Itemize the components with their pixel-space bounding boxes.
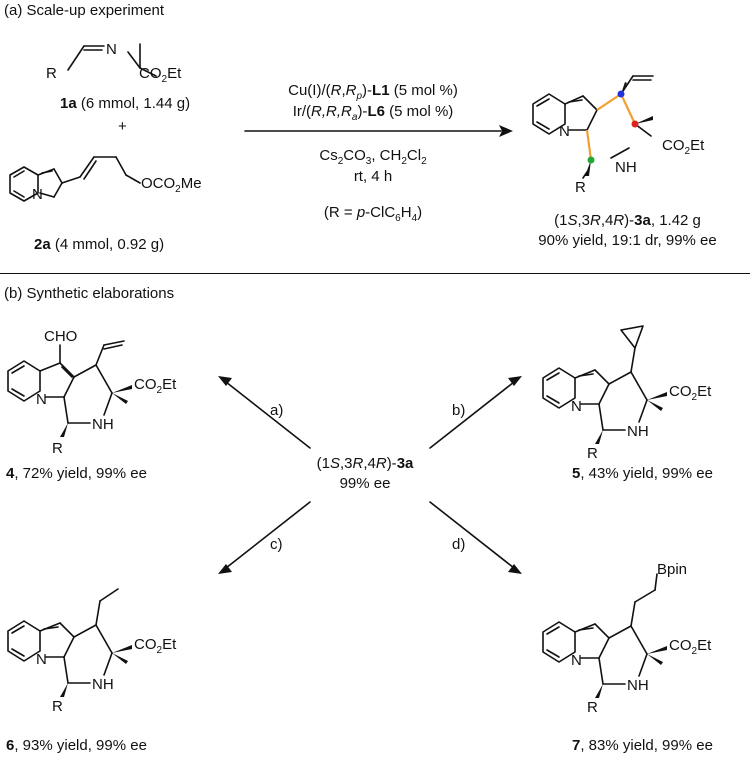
structure-7: N NH R Bpin: [542, 561, 687, 716]
ester-7-label: CO2Et: [669, 637, 712, 657]
cond1-chir2: R: [345, 82, 357, 99]
carbonate-2a-label: OCO2Me: [141, 175, 202, 195]
center-3a-label: (1S,3R,4R)-3a: [316, 455, 414, 472]
cond1-mid: )-: [362, 82, 373, 99]
step-a-label: a): [270, 402, 284, 419]
atom-n-4: N: [36, 391, 47, 408]
compound-id-3a: 3a: [634, 212, 651, 229]
cond2-sub: a: [351, 112, 358, 123]
condition-iridium: Ir/(R,R,Ra)-L6 (5 mol %): [245, 103, 501, 127]
reaction-arrow-a: [244, 125, 513, 137]
center-id-3a: 3a: [396, 455, 414, 472]
ester-1a-label: CO2Et: [139, 65, 182, 85]
structure-4: N NH R CHO: [7, 328, 132, 457]
atom-nh-3a: NH: [615, 159, 637, 176]
structure-1a: R N: [46, 41, 157, 82]
reagent-2a-amount: (4 mmol, 0.92 g): [50, 236, 165, 253]
cond2-chir: R,R,R: [311, 103, 352, 120]
atom-r-3a: R: [575, 179, 586, 196]
condition-temp-time: rt, 4 h: [353, 168, 393, 185]
atom-n-6: N: [36, 651, 47, 668]
compound-id-2a: 2a: [34, 236, 51, 253]
product-5-label: 5, 43% yield, 99% ee: [572, 465, 713, 483]
structure-5: N NH R: [542, 325, 667, 462]
atom-n-5: N: [571, 398, 582, 415]
ester-5-label: CO2Et: [669, 383, 712, 403]
atom-r-5: R: [587, 445, 598, 462]
compound-id-5: 5: [572, 465, 581, 482]
atom-bpin-7: Bpin: [657, 561, 687, 578]
panel-a-heading: (a) Scale-up experiment: [4, 2, 165, 19]
structure-3a: N NH R: [532, 75, 654, 196]
atom-r-7: R: [587, 699, 598, 716]
compound-id-7: 7: [572, 737, 581, 754]
atom-n-7: N: [571, 652, 582, 669]
product-4-stats: , 72% yield, 99% ee: [14, 465, 147, 482]
atom-nh-5: NH: [627, 423, 649, 440]
compound-id-6: 6: [6, 737, 15, 754]
ligand-l6: L6: [367, 103, 385, 120]
reagent-1a-amount: (6 mmol, 1.44 g): [76, 95, 191, 112]
panel-b-heading: (b) Synthetic elaborations: [4, 285, 175, 302]
product-3a-mass: , 1.42 g: [650, 212, 701, 229]
structure-6: N NH R: [7, 588, 132, 715]
cond1-prefix: Cu(I)/(: [288, 82, 331, 99]
atom-nh-7: NH: [627, 677, 649, 694]
atom-cho-4: CHO: [44, 328, 77, 345]
product-7-label: 7, 83% yield, 99% ee: [572, 737, 713, 755]
atom-r: R: [46, 65, 57, 82]
condition-copper: Cu(I)/(R,Rp)-L1 (5 mol %): [245, 82, 501, 106]
atom-n-3a: N: [559, 123, 570, 140]
reagent-1a-label: 1a (6 mmol, 1.44 g): [60, 95, 190, 113]
atom-n-2a: N: [32, 186, 43, 203]
ester-6-label: CO2Et: [134, 636, 177, 656]
reagent-2a-label: 2a (4 mmol, 0.92 g): [34, 236, 164, 254]
cond1-load: (5 mol %): [389, 82, 458, 99]
compound-id-1a: 1a: [60, 95, 77, 112]
condition-base-solvent: Cs2CO3, CH2Cl2: [319, 147, 427, 167]
section-divider: [0, 273, 750, 274]
plus-sign: +: [118, 118, 127, 135]
product-7-stats: , 83% yield, 99% ee: [580, 737, 713, 754]
cond1-chir: R: [330, 82, 342, 99]
cond2-load: (5 mol %): [384, 103, 454, 120]
product-3a-stats: 90% yield, 19:1 dr, 99% ee: [538, 232, 717, 249]
condition-r-group: (R = p-ClC6H4): [323, 204, 423, 224]
step-c-label: c): [270, 536, 283, 553]
atom-n: N: [106, 41, 117, 58]
product-5-stats: , 43% yield, 99% ee: [580, 465, 713, 482]
product-6-label: 6, 93% yield, 99% ee: [6, 737, 147, 755]
structure-2a: N: [9, 156, 141, 203]
product-4-label: 4, 72% yield, 99% ee: [6, 465, 147, 483]
atom-nh-6: NH: [92, 676, 114, 693]
ester-3a-label: CO2Et: [662, 137, 705, 157]
product-6-stats: , 93% yield, 99% ee: [14, 737, 147, 754]
cond2-prefix: Ir/(: [292, 103, 312, 120]
atom-r-4: R: [52, 440, 63, 457]
ligand-l1: L1: [372, 82, 390, 99]
atom-r-6: R: [52, 698, 63, 715]
step-b-label: b): [452, 402, 466, 419]
ester-4-label: CO2Et: [134, 376, 177, 396]
cond2-mid: )-: [357, 103, 368, 120]
product-3a-label: (1S,3R,4R)-3a, 1.42 g: [554, 212, 701, 229]
step-d-label: d): [452, 536, 466, 553]
cond1-comma: ,: [341, 82, 346, 99]
compound-id-4: 4: [6, 465, 15, 482]
center-ee: 99% ee: [339, 475, 391, 492]
atom-nh-4: NH: [92, 416, 114, 433]
cond1-sub: p: [356, 91, 363, 102]
